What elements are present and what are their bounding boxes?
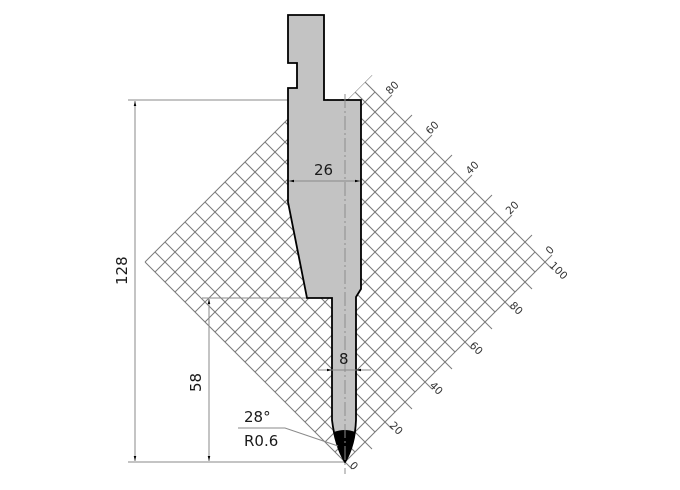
- dimension-label: 8: [339, 350, 349, 368]
- grid-label: 80: [507, 300, 525, 318]
- grid-label: 60: [424, 119, 442, 137]
- grid-label: 40: [464, 159, 482, 177]
- grid-line: [324, 234, 533, 443]
- dimension-label: 128: [113, 256, 131, 285]
- grid-label: 0: [347, 460, 360, 473]
- grid-label: 20: [504, 199, 522, 217]
- grid-label: 100: [547, 260, 570, 283]
- grid-line: [344, 61, 553, 270]
- grid-line: [184, 221, 393, 430]
- dimension-blade-width: 8: [318, 350, 371, 372]
- dimension-label: 26: [314, 161, 333, 179]
- grid-line: [284, 194, 493, 403]
- grid-mask: [318, 50, 374, 99]
- grid-label: 80: [384, 79, 402, 97]
- grid-label: 60: [467, 340, 485, 358]
- grid-label: 0: [544, 244, 557, 257]
- tip-annotation: 28° R0.6: [238, 408, 339, 450]
- grid-label: 20: [387, 420, 405, 438]
- grid-line: [264, 174, 473, 383]
- punch-tool-outline: [287, 14, 362, 464]
- dimension-label: 58: [187, 373, 205, 392]
- extension-lines: [128, 99, 345, 463]
- grid-line: [144, 261, 353, 470]
- dimension-total-height: 128: [113, 101, 137, 461]
- grid-line: [334, 71, 536, 273]
- grid-line: [344, 254, 553, 463]
- tip-angle-label: 28°: [244, 408, 271, 426]
- dimension-body-width: 26: [289, 161, 360, 183]
- grid-line: [204, 201, 413, 410]
- dimension-blade-height: 58: [187, 299, 211, 461]
- tip-radius-label: R0.6: [244, 432, 278, 450]
- grid-labels-top-right: 0 20 40 60 80: [384, 79, 557, 257]
- grid-label: 40: [427, 380, 445, 398]
